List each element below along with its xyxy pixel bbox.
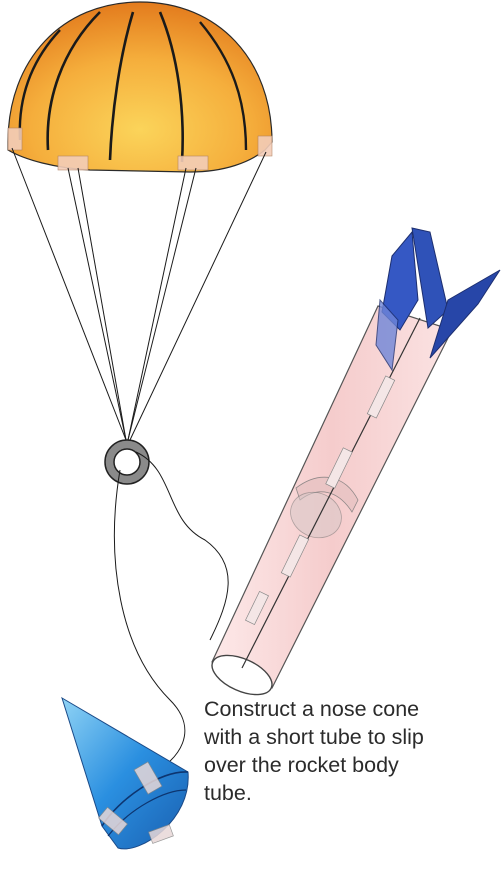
caption-line-3: over the rocket body	[204, 751, 500, 779]
rocket-body-tube	[206, 306, 452, 703]
rocket-fins	[376, 228, 500, 370]
caption-line-1: Construct a nose cone	[204, 695, 500, 723]
parachute-canopy	[8, 2, 272, 172]
caption-line-4: tube.	[204, 779, 500, 807]
swivel-ring	[105, 440, 149, 484]
nose-cone	[62, 698, 188, 849]
shroud-lines	[12, 148, 266, 440]
caption-line-2: with a short tube to slip	[204, 723, 500, 751]
instruction-caption: Construct a nose cone with a short tube …	[204, 695, 500, 807]
